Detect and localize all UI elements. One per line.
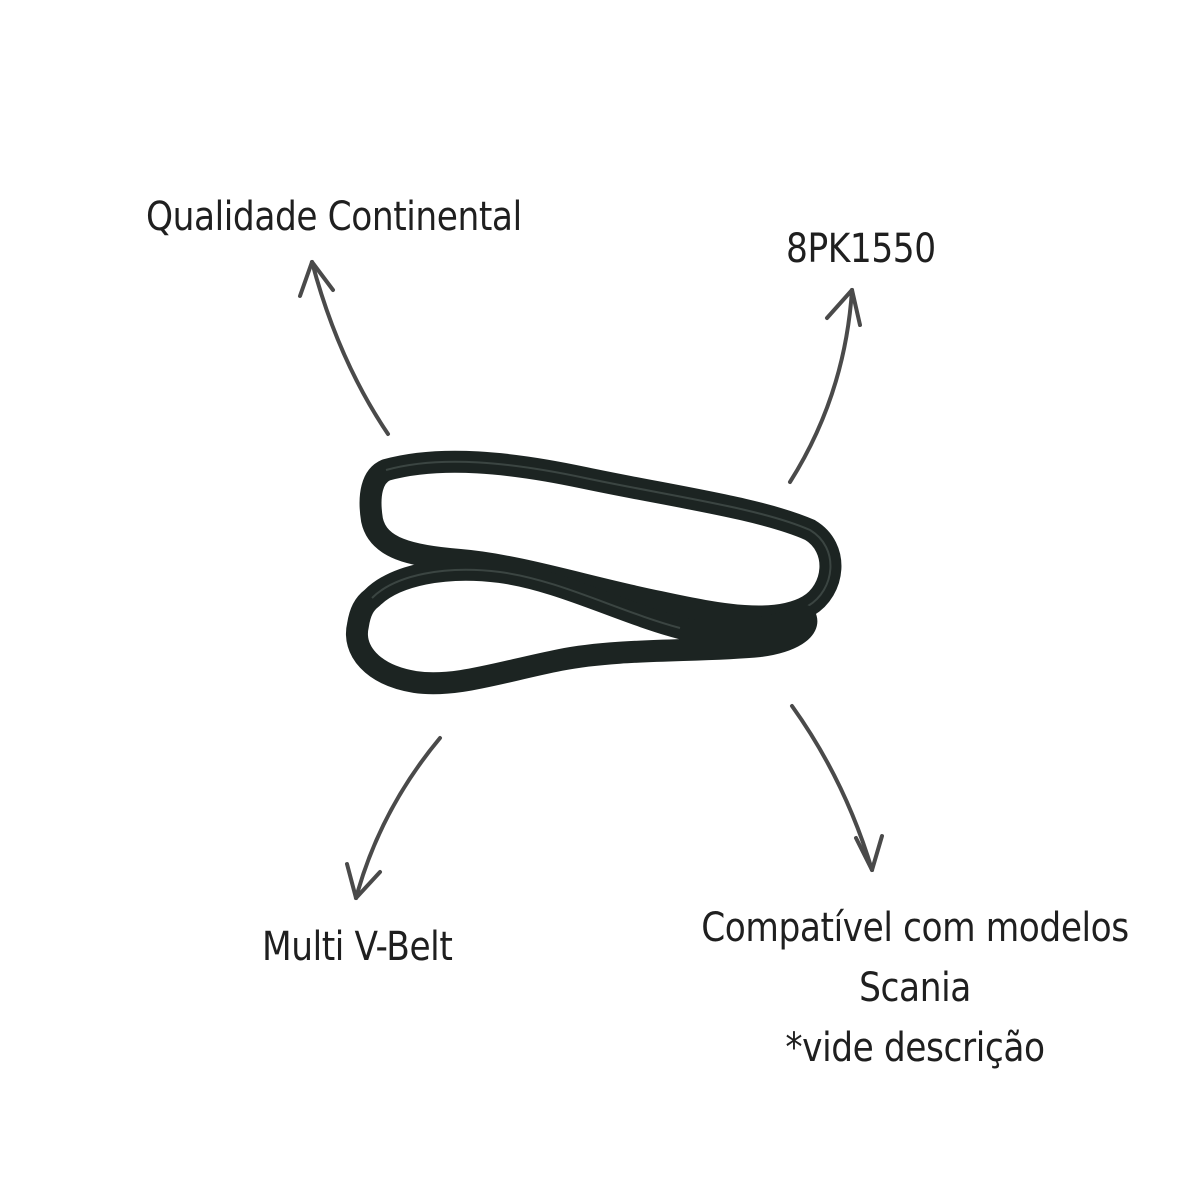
arrow-to-quality (298, 260, 390, 436)
belt-type-label: Multi V-Belt (262, 924, 453, 970)
arrow-to-belt-type (345, 736, 442, 900)
compatibility-label: Compatível com modelos Scania *vide desc… (679, 898, 1152, 1078)
compatibility-line-3: *vide descrição (785, 1025, 1045, 1071)
arrow-to-compatibility (790, 704, 884, 872)
quality-label: Qualidade Continental (146, 194, 522, 240)
compatibility-line-2: Scania (859, 965, 971, 1011)
arrow-to-code (788, 288, 862, 484)
serpentine-belt-image (346, 450, 842, 695)
belt-front-loop (346, 558, 818, 695)
compatibility-line-1: Compatível com modelos (701, 905, 1129, 951)
part-code-label: 8PK1550 (786, 226, 936, 272)
